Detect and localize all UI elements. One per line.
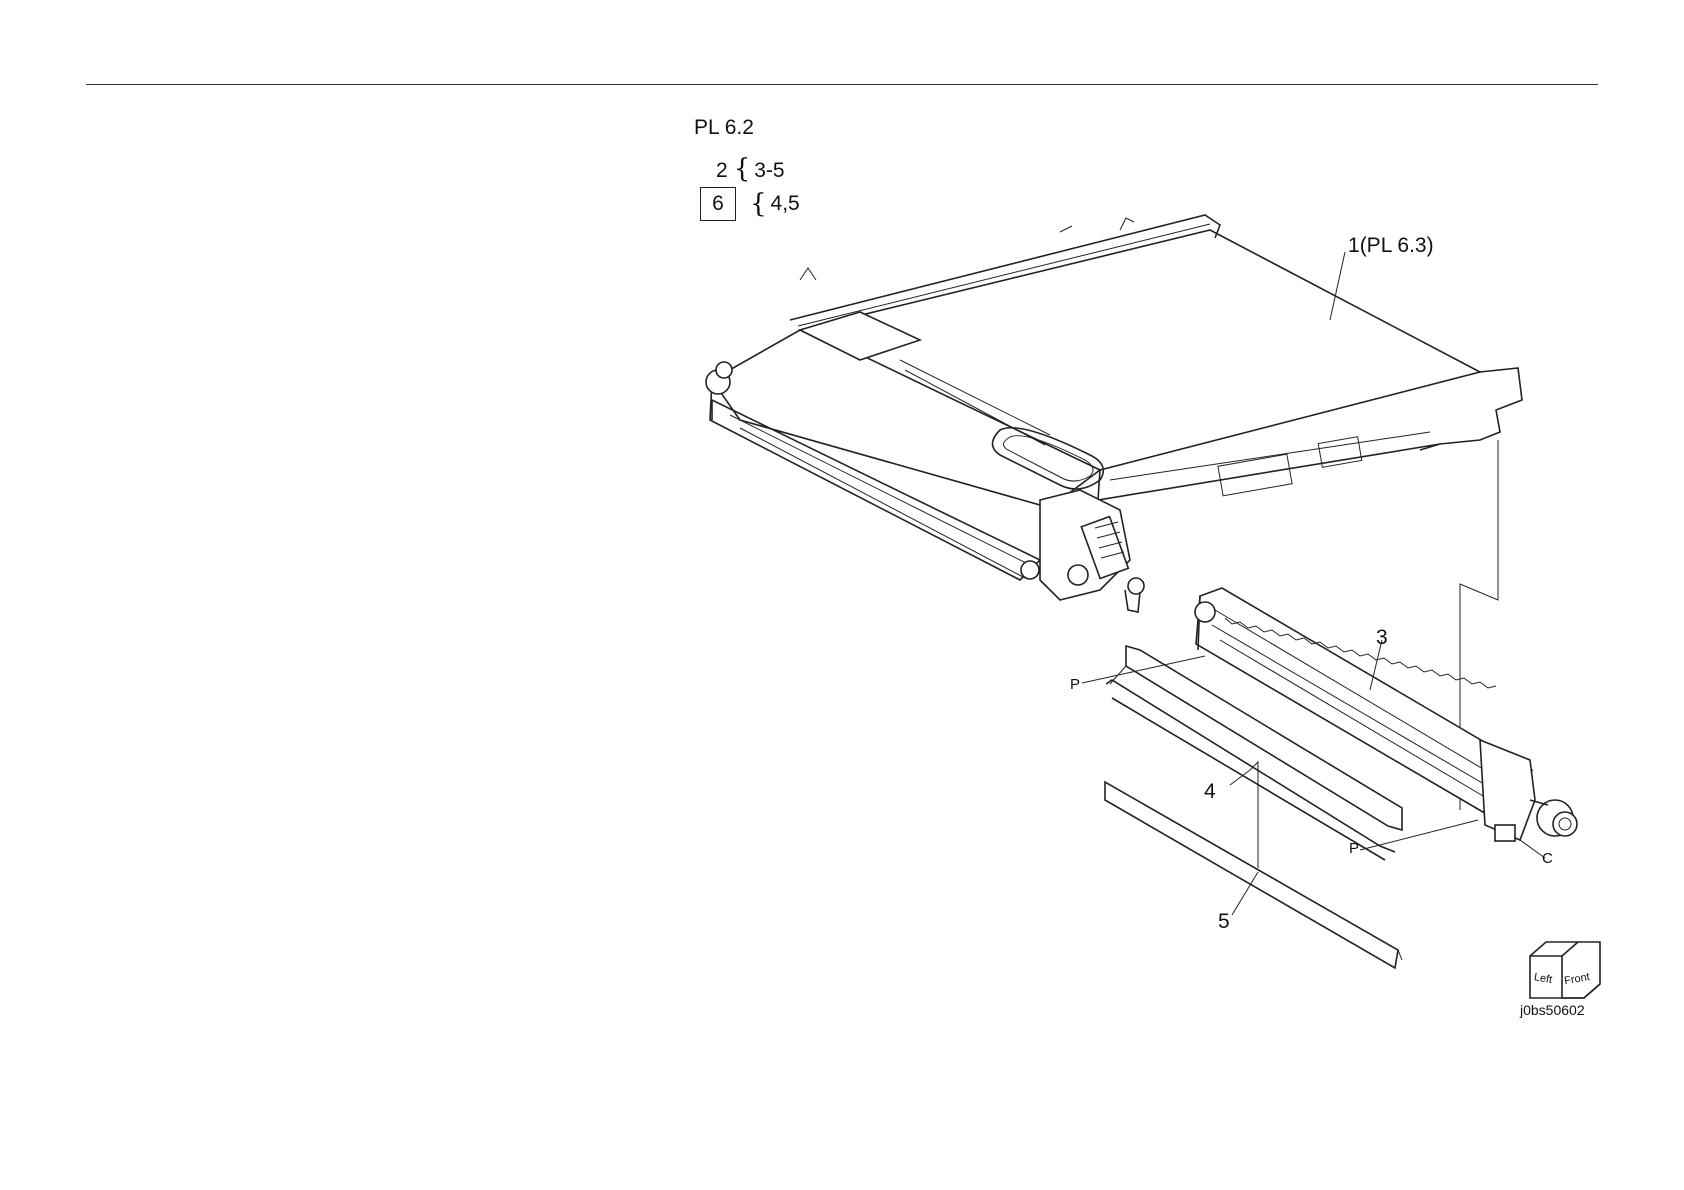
label-p-bottom: P [1349, 840, 1359, 857]
callout-1-number: 1 [1348, 234, 1360, 257]
callout-4: 4 [1204, 780, 1216, 804]
callout-1: 1(PL 6.3) [1348, 234, 1434, 258]
label-c: C [1542, 850, 1553, 867]
label-p-top: P [1070, 676, 1080, 693]
transfer-belt-unit [706, 215, 1522, 612]
callout-1-reference: (PL 6.3) [1360, 234, 1434, 257]
callout-3: 3 [1376, 626, 1388, 650]
orientation-cube-icon: Left Front [1530, 942, 1600, 998]
figure-id: j0bs50602 [1520, 1002, 1585, 1018]
callout-5: 5 [1218, 910, 1230, 934]
p-leader-bottom [1360, 820, 1478, 850]
leader-line-4-5-junction [1250, 762, 1258, 868]
blade-seal [1105, 782, 1402, 968]
